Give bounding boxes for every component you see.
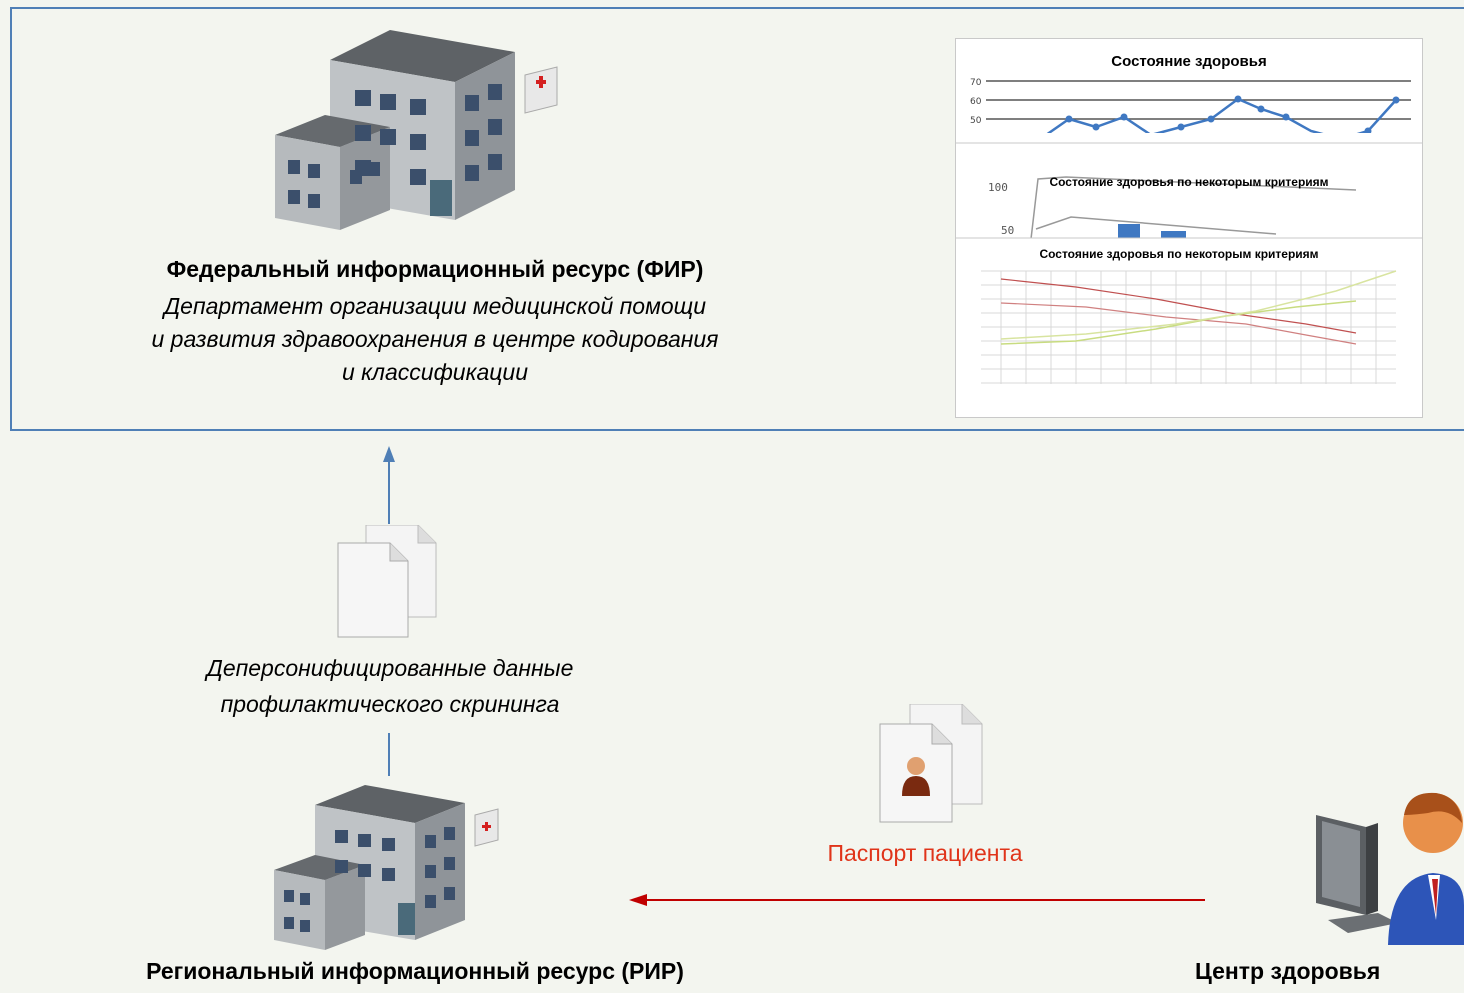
subtitle-line: и развития здравоохранения в центре коди… [151, 326, 719, 352]
federal-resource-title: Федеральный информационный ресурс (ФИР) [166, 256, 704, 282]
regional-resource-title: Региональный информационный ресурс (РИР) [146, 958, 684, 984]
passport-arrow-head [629, 894, 647, 906]
chart2-title: Состояние здоровья по некоторым критерия… [1049, 175, 1329, 189]
health-center-title: Центр здоровья [1195, 958, 1381, 984]
chart1-tick-50: 50 [970, 116, 982, 126]
chart2-tick-100: 100 [988, 181, 1008, 194]
upload-arrow-head [383, 446, 395, 462]
federal-hospital-icon [270, 20, 570, 235]
documents-icon [336, 524, 441, 645]
depersonalized-data-label: Деперсонифицированные данные профилактич… [120, 650, 660, 722]
federal-resource-subtitle: Департамент организации медицинской помо… [0, 290, 870, 389]
chart2-tick-50: 50 [1001, 224, 1014, 237]
chart3-title: Состояние здоровья по некоторым критерия… [1039, 247, 1319, 261]
chart1-title: Состояние здоровья [1111, 53, 1267, 70]
charts-graphic: 70 60 50 100 50 [956, 78, 1422, 417]
chart1-tick-60: 60 [970, 97, 982, 107]
subtitle-line: Департамент организации медицинской помо… [163, 293, 707, 319]
regional-hospital-icon [270, 775, 510, 955]
health-charts-collage: 70 60 50 100 50 [955, 38, 1423, 418]
chart1-tick-70: 70 [970, 78, 982, 88]
subtitle-line: и классификации [342, 359, 528, 385]
depersonalized-line: Деперсонифицированные данные [206, 655, 574, 681]
federal-resource-frame [10, 7, 1464, 431]
depersonalized-line: профилактического скрининга [220, 691, 560, 717]
patient-passport-label: Паспорт пациента [827, 840, 1023, 866]
health-center-operator-icon [1308, 785, 1464, 945]
patient-document-icon [878, 703, 986, 829]
